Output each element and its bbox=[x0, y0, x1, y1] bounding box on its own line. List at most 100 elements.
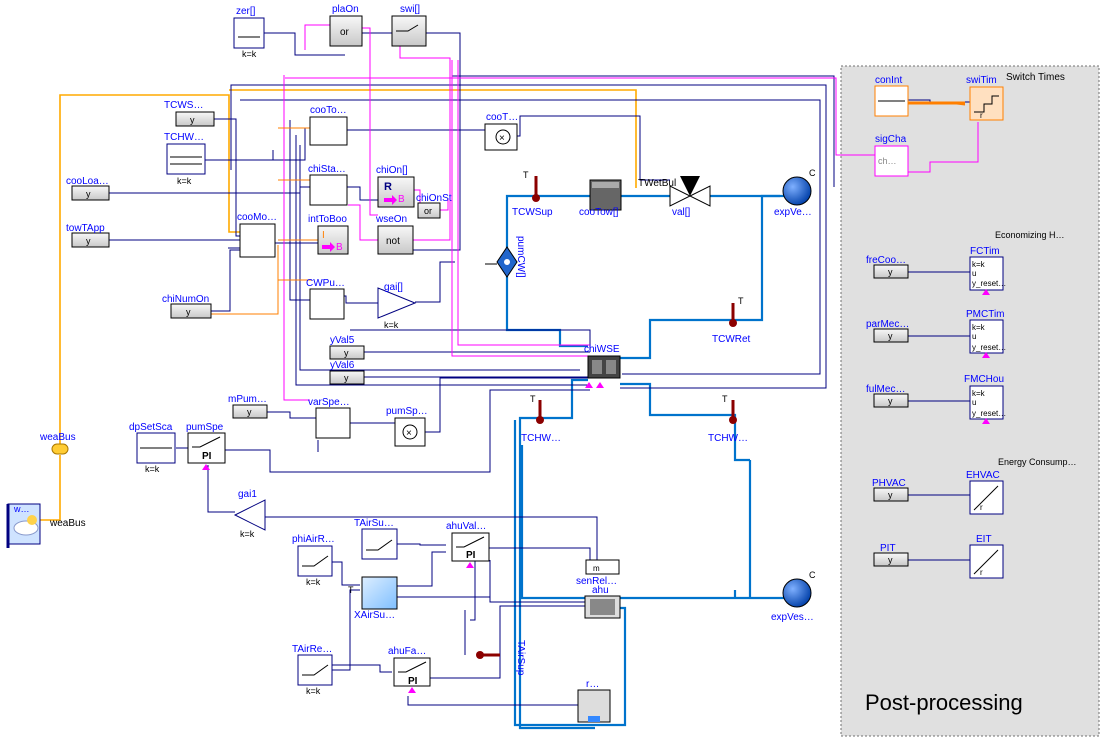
towtapp-block[interactable]: y towTApp bbox=[66, 223, 110, 248]
cooloa-block[interactable]: y cooLoa… bbox=[66, 176, 110, 201]
chion-label: chiOn[] bbox=[376, 165, 408, 176]
mpum-block[interactable]: y mPum… bbox=[228, 394, 268, 419]
tchw-label: TCHW… bbox=[164, 132, 204, 143]
ahu-label: ahu bbox=[592, 585, 609, 596]
sigcha-label: sigCha bbox=[875, 134, 907, 145]
chiwse-block[interactable]: chiWSE bbox=[584, 344, 621, 379]
pmctim-reset: y_reset… bbox=[972, 343, 1006, 352]
pit-block[interactable]: y PIT bbox=[873, 543, 909, 567]
plaon-block[interactable]: or plaOn bbox=[329, 4, 363, 47]
fctim-block[interactable]: k=k u y_reset… FCTim bbox=[969, 246, 1006, 291]
fulmec-block[interactable]: y fulMec… bbox=[866, 384, 909, 408]
cootow-block[interactable]: cooTow[] bbox=[579, 179, 622, 218]
gai-label: gai[] bbox=[384, 282, 403, 293]
parmec-label: parMec… bbox=[866, 319, 909, 330]
ahu-block[interactable]: ahu bbox=[584, 585, 621, 619]
dpsetsca-block[interactable]: dpSetSca k=k bbox=[129, 422, 176, 474]
weabus2-label: weaBus bbox=[49, 518, 86, 529]
val-block[interactable]: val[] bbox=[669, 176, 711, 218]
chinumon-block[interactable]: y chiNumOn bbox=[162, 294, 212, 319]
gai1-block[interactable]: gai1 k=k bbox=[233, 489, 266, 539]
frecoo-block[interactable]: y freCoo… bbox=[866, 255, 909, 279]
tairsup-sensor[interactable]: TAirSup bbox=[476, 640, 526, 676]
inttoboo-label: intToBoo bbox=[308, 214, 347, 225]
wseon-label: wseOn bbox=[375, 214, 407, 225]
inttoboo-block[interactable]: I B intToBoo bbox=[308, 214, 349, 255]
pumcw-block[interactable]: pumCW[] bbox=[485, 236, 526, 278]
zer-label: zer[] bbox=[236, 6, 256, 17]
switim-block[interactable]: r swiTim bbox=[966, 75, 1004, 121]
tcws-y: y bbox=[190, 115, 195, 125]
tcws-label: TCWS… bbox=[164, 100, 203, 111]
pmctim-block[interactable]: k=k u y_reset… PMCTim bbox=[966, 309, 1006, 354]
inttoboo-b: B bbox=[336, 242, 343, 253]
cooto-block[interactable]: cooTo… bbox=[309, 105, 348, 146]
coot-block[interactable]: × cooT… bbox=[484, 112, 518, 151]
tchws-sensor[interactable]: T TCHW… bbox=[521, 394, 561, 444]
sigcha-inner: ch… bbox=[878, 156, 897, 166]
parmec-block[interactable]: y parMec… bbox=[866, 319, 909, 343]
fmchou-block[interactable]: k=k u y_reset… FMCHou bbox=[964, 374, 1006, 420]
xairsu-t: T bbox=[348, 585, 354, 595]
pumsp-block[interactable]: × pumSp… bbox=[386, 406, 428, 447]
varspe-block[interactable]: varSpe… bbox=[308, 397, 351, 439]
gai-block[interactable]: gai[] k=k bbox=[377, 282, 417, 330]
xairsu-block[interactable]: T XAirSu… bbox=[348, 576, 398, 621]
varspe-label: varSpe… bbox=[308, 397, 350, 408]
room-label: r… bbox=[586, 679, 599, 690]
phvac-block[interactable]: y PHVAC bbox=[872, 478, 909, 502]
fulmec-y: y bbox=[888, 396, 893, 406]
chionst-block[interactable]: or chiOnSt bbox=[416, 193, 452, 219]
conint-block[interactable]: conInt bbox=[874, 75, 909, 117]
tcwsup-sensor[interactable]: T TCWSup bbox=[512, 170, 553, 218]
ehvac-block[interactable]: r EHVAC bbox=[966, 470, 1004, 515]
expve-c: C bbox=[809, 168, 816, 178]
senrel-block[interactable]: m senRel… bbox=[576, 559, 620, 587]
eit-block[interactable]: r EIT bbox=[969, 534, 1004, 579]
ahufa-block[interactable]: PI ahuFa… bbox=[388, 646, 431, 687]
fmchou-reset: y_reset… bbox=[972, 409, 1006, 418]
tcwret-sensor[interactable]: T TCWRet bbox=[712, 296, 751, 345]
mpum-label: mPum… bbox=[228, 394, 267, 405]
wseon-block[interactable]: not wseOn bbox=[375, 214, 414, 255]
pit-label: PIT bbox=[880, 543, 896, 554]
yval5-label: yVal5 bbox=[330, 335, 355, 346]
zer-block[interactable]: zer[] k=k bbox=[233, 6, 265, 59]
weabus-connector[interactable]: weaBus bbox=[39, 432, 76, 455]
pumspe-label: pumSpe bbox=[186, 422, 224, 433]
yval6-block[interactable]: y yVal6 bbox=[329, 360, 365, 385]
tairre-block[interactable]: TAirRe… k=k bbox=[292, 644, 333, 696]
fulmec-label: fulMec… bbox=[866, 384, 905, 395]
coomo-block[interactable]: cooMo… bbox=[237, 212, 277, 258]
tairsu-block[interactable]: TAirSu… bbox=[354, 518, 398, 560]
tcws-block[interactable]: y TCWS… bbox=[164, 100, 215, 127]
expves-block[interactable]: C expVes… bbox=[771, 570, 816, 623]
chion-block[interactable]: R B chiOn[] bbox=[376, 165, 415, 208]
swi-block[interactable]: swi[] bbox=[391, 4, 427, 47]
ahuval-block[interactable]: PI ahuVal… bbox=[446, 521, 490, 562]
pmctim-u: u bbox=[972, 332, 976, 341]
tchw-table-block[interactable]: TCHW… k=k bbox=[164, 132, 206, 186]
phiairr-block[interactable]: phiAirR… k=k bbox=[292, 534, 335, 587]
conint-label: conInt bbox=[875, 75, 902, 86]
tchwr-t: T bbox=[722, 394, 728, 404]
wea-label: w… bbox=[13, 504, 30, 514]
chion-arrow-icon bbox=[384, 195, 397, 205]
parmec-y: y bbox=[888, 331, 893, 341]
yval5-block[interactable]: y yVal5 bbox=[329, 335, 365, 360]
fctim-k: k=k bbox=[972, 260, 986, 269]
chista-block[interactable]: chiSta… bbox=[308, 164, 348, 206]
room-block[interactable]: r… bbox=[577, 679, 611, 723]
plaon-or: or bbox=[340, 27, 350, 38]
sigcha-block[interactable]: ch… sigCha bbox=[874, 134, 909, 177]
signal-lines bbox=[109, 32, 970, 706]
twetbul-label: TWetBul bbox=[638, 178, 676, 189]
tchwr-sensor[interactable]: T TCHW… bbox=[708, 394, 748, 444]
expve-block[interactable]: C expVe… bbox=[774, 168, 816, 218]
cwpu-block[interactable]: CWPu… bbox=[306, 278, 345, 320]
val-label: val[] bbox=[672, 207, 691, 218]
weather-data-block[interactable]: w… weaBus bbox=[6, 503, 86, 548]
chionst-label: chiOnSt bbox=[416, 193, 452, 204]
pumspe-block[interactable]: PI pumSpe bbox=[186, 422, 226, 464]
chinumon-label: chiNumOn bbox=[162, 294, 209, 305]
